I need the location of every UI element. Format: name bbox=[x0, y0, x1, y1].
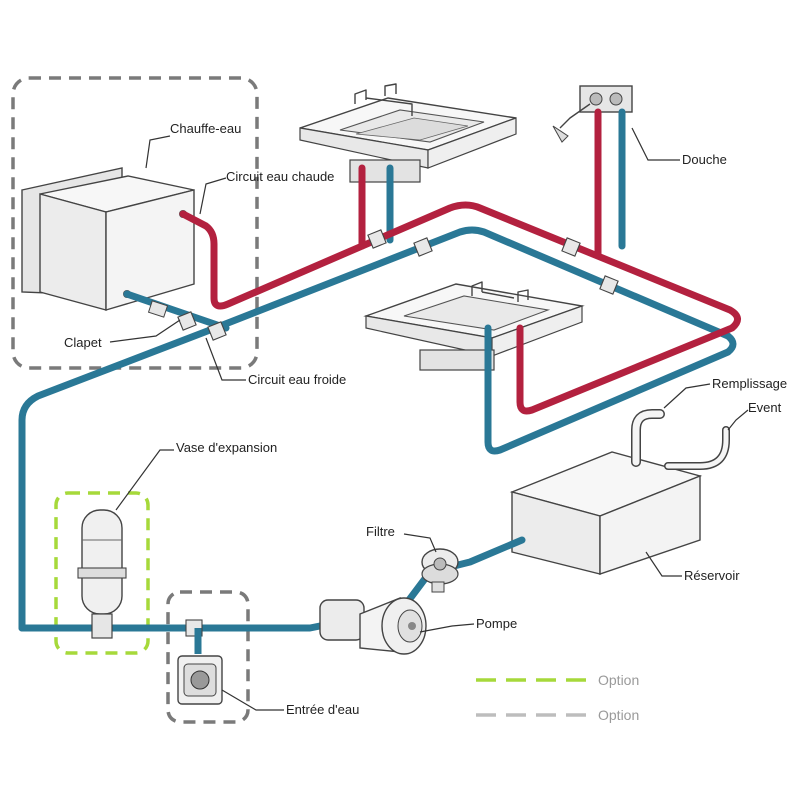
leader-event bbox=[727, 409, 749, 431]
label-remplissage: Remplissage bbox=[712, 376, 787, 391]
shower-mixer bbox=[552, 85, 633, 143]
option-box-water-heater bbox=[11, 76, 259, 370]
leader-pompe bbox=[419, 623, 475, 633]
filter bbox=[421, 548, 459, 593]
leader-reservoir bbox=[645, 551, 682, 577]
leader-clapet bbox=[109, 319, 181, 343]
label-douche: Douche bbox=[682, 152, 727, 167]
label-pompe: Pompe bbox=[476, 616, 517, 631]
leader-remplissage bbox=[663, 383, 711, 409]
sink-lower bbox=[363, 281, 585, 371]
leader-circuit-eau-chaude bbox=[199, 177, 227, 215]
label-circuit-eau-froide: Circuit eau froide bbox=[248, 372, 346, 387]
label-circuit-eau-chaude: Circuit eau chaude bbox=[226, 169, 334, 184]
leader-vase-expansion bbox=[115, 449, 174, 511]
label-vase-expansion: Vase d'expansion bbox=[176, 440, 277, 455]
label-event: Event bbox=[748, 400, 782, 415]
water-heater bbox=[21, 167, 195, 311]
pipe-fittings bbox=[177, 229, 619, 637]
leader-circuit-eau-froide bbox=[205, 337, 246, 381]
label-clapet: Clapet bbox=[64, 335, 102, 350]
legend-label-green: Option bbox=[598, 672, 639, 688]
legend: Option Option bbox=[476, 672, 639, 723]
expansion-vessel bbox=[77, 509, 127, 639]
option-box-water-inlet bbox=[166, 590, 250, 724]
leader-entree-eau bbox=[221, 689, 284, 711]
sink-upper bbox=[299, 83, 517, 183]
leader-chauffe-eau bbox=[145, 135, 171, 169]
pump bbox=[319, 596, 427, 655]
water-inlet bbox=[177, 628, 223, 705]
hot-water-circuit bbox=[179, 108, 741, 415]
label-entree-eau: Entrée d'eau bbox=[286, 702, 359, 717]
leader-douche bbox=[631, 127, 680, 161]
label-chauffe-eau: Chauffe-eau bbox=[170, 121, 241, 136]
leader-filtre bbox=[403, 533, 437, 553]
water-tank bbox=[509, 409, 730, 575]
label-filtre: Filtre bbox=[366, 524, 395, 539]
legend-label-gray: Option bbox=[598, 707, 639, 723]
label-reservoir: Réservoir bbox=[684, 568, 740, 583]
check-valve bbox=[147, 300, 169, 318]
